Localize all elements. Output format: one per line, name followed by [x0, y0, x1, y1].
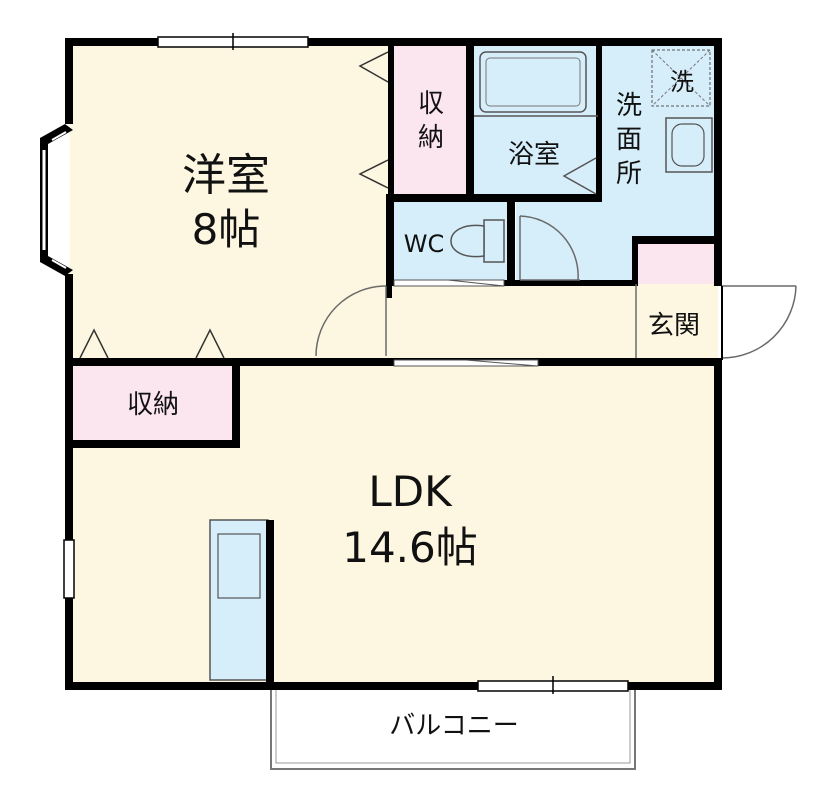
western-room-name: 洋室 — [182, 150, 270, 201]
bay-window — [40, 124, 73, 276]
toilet-fixture — [450, 219, 505, 263]
kitchen-counter — [209, 519, 269, 681]
hallway-floor — [390, 284, 718, 360]
window-left — [63, 539, 75, 599]
door-swings — [315, 215, 797, 360]
balcony-area — [270, 686, 636, 770]
ldk-size: 14.6帖 — [342, 523, 478, 572]
room-floors — [70, 44, 718, 682]
washroom-label-3: 所 — [616, 159, 642, 189]
western-room-floor — [70, 44, 390, 360]
washroom-label-1: 洗 — [616, 91, 642, 121]
toilet-label: WC — [404, 230, 445, 258]
washroom-label-2: 面 — [616, 125, 642, 155]
storage-upper-floor — [393, 44, 469, 194]
room-labels: 洋室 8帖 LDK 14.6帖 収 納 収納 浴室 洗 面 所 洗 WC 玄関 … — [127, 68, 700, 741]
ldk-name: LDK — [368, 467, 453, 516]
balcony-label: バルコニー — [389, 711, 518, 741]
western-room-size: 8帖 — [192, 205, 261, 254]
bath-label: 浴室 — [508, 140, 560, 170]
sliding-doors — [393, 279, 539, 367]
washer-label: 洗 — [670, 68, 694, 96]
storage-lower-floor — [70, 366, 234, 442]
windows — [63, 33, 629, 694]
storage-upper-label-2: 納 — [418, 123, 444, 153]
bathtub — [479, 51, 587, 113]
entrance-label: 玄関 — [648, 311, 700, 341]
washbasin — [665, 117, 713, 173]
storage-upper-label-1: 収 — [418, 89, 444, 119]
shoe-storage-floor — [638, 244, 714, 284]
storage-lower-label: 収納 — [127, 390, 179, 420]
closet-doors — [79, 51, 389, 359]
